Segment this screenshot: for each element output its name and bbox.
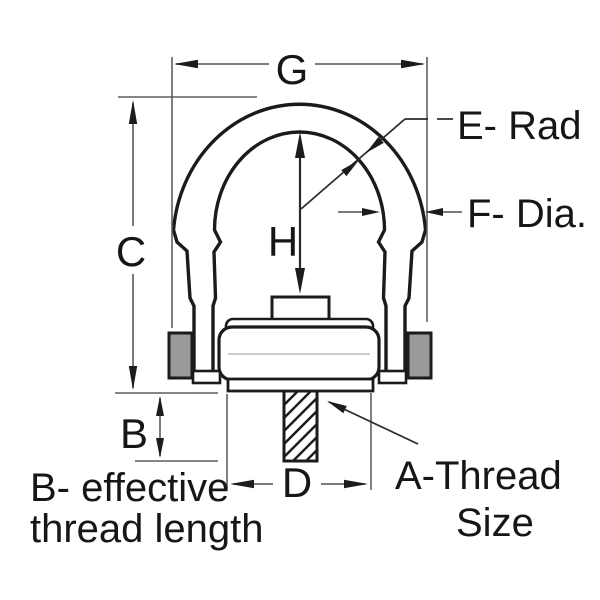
arrow-g-left [174,59,198,69]
arrow-a-thread [327,401,347,414]
bail-outline [171,102,428,384]
arrow-c-down [128,366,138,390]
arrow-g-right [401,59,425,69]
f-dia-label: F- Dia. [467,192,587,236]
part-geometry [167,102,433,463]
labels: G C H B D E- Rad F- Dia. A-Thread Size B… [30,46,587,551]
arrowheads [128,59,443,489]
arrow-f-outer [425,208,443,216]
dim-c-label: C [116,228,146,275]
right-bushing [406,331,433,380]
arrow-b-up [156,396,164,416]
b-note-line2: thread length [30,507,264,551]
washer [226,377,375,393]
dim-d-label: D [282,459,312,506]
dim-g-label: G [276,46,309,93]
bail-left-foot [191,369,222,385]
arrow-d-right [344,479,368,489]
b-note-line1: B- effective [30,466,229,510]
stud-hatching [285,392,316,460]
arrow-b-down [156,438,164,458]
left-bushing [167,331,194,380]
arrow-e-from-text [366,136,384,153]
dim-b-label: B [120,410,148,457]
dim-h-label: H [268,218,298,265]
e-rad-label: E- Rad [457,104,582,148]
a-thread-label-line2: Size [456,501,534,545]
arrow-c-up [128,100,138,124]
extension-lines [115,57,428,490]
arrow-f-inner [362,208,380,216]
bail-right-foot [377,369,408,385]
arrow-e-from-center [341,160,359,177]
a-thread-label-line1: A-Thread [395,454,562,498]
arrow-h-up [295,132,305,158]
arrow-d-left [230,479,254,489]
arrow-h-down [295,268,305,294]
